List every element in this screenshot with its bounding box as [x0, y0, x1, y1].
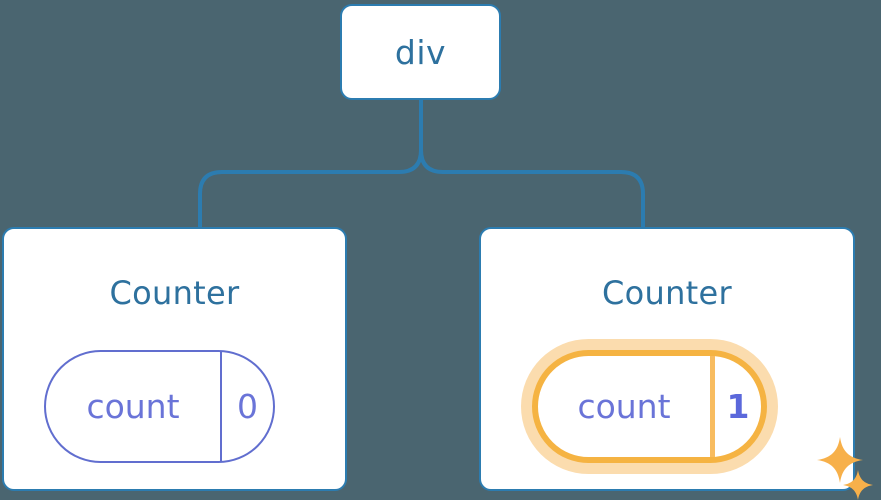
- node-counter-right-title: Counter: [602, 274, 732, 312]
- state-value-label: 1: [726, 387, 750, 426]
- sparkle-small-icon: [843, 470, 873, 500]
- state-pill-key-cell: count: [538, 356, 715, 457]
- state-value-label: 0: [237, 387, 258, 426]
- state-key-label: count: [577, 387, 671, 426]
- state-pill-count-right[interactable]: count 1: [532, 350, 767, 463]
- node-counter-left[interactable]: Counter count 0: [2, 227, 347, 491]
- node-counter-left-title: Counter: [109, 274, 240, 312]
- state-pill-count-right-wrapper[interactable]: count 1: [521, 339, 873, 500]
- node-root-div[interactable]: div: [340, 4, 501, 100]
- node-counter-right[interactable]: Counter count 1: [479, 227, 873, 500]
- node-root-label: div: [394, 32, 447, 72]
- state-pill-key-cell: count: [46, 352, 222, 461]
- state-key-label: count: [86, 387, 180, 426]
- state-pill-value-cell: 1: [715, 356, 761, 457]
- sparkle-large-icon: [817, 437, 863, 483]
- state-pill-count-left[interactable]: count 0: [44, 350, 275, 463]
- state-pill-value-cell: 0: [222, 352, 273, 461]
